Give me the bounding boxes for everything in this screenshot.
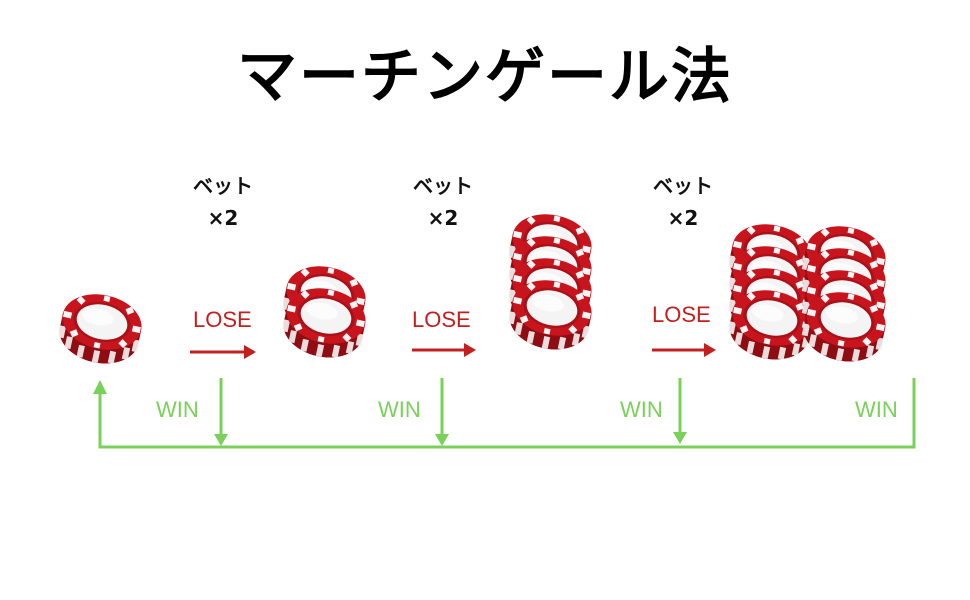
chip-stack-8-right-chip-1 [801,292,886,362]
lose-label-3: LOSE [652,302,711,327]
chip-stack-4 [507,214,592,350]
chip-stack-1 [57,294,142,364]
bet-label: ベット [413,174,473,198]
win-label-3: WIN [620,397,663,422]
win-return-arrowhead [93,380,107,394]
chip-stack-8-left [727,224,812,360]
lose-arrow-2 [412,343,476,357]
lose-label-1: LOSE [193,307,252,332]
bet-label: ベット [193,174,253,198]
win-label-4: WIN [855,397,898,422]
bet-double-label-2: ベット ×2 [383,170,503,234]
chip-stack-8-left-chip-1 [727,290,812,360]
diagram-title: マーチンゲール法 [237,42,733,112]
lose-arrow-1 [190,345,256,359]
chip-stack-4-chip-1 [507,280,592,350]
lose-label-2: LOSE [412,307,471,332]
lose-arrow-3 [652,343,716,357]
win-arrow-1 [214,378,228,446]
bet-double-label-1: ベット ×2 [163,170,283,234]
win-label-1: WIN [156,397,199,422]
multiplier-label: ×2 [427,206,459,230]
win-arrow-2 [435,378,449,446]
multiplier-label: ×2 [207,206,239,230]
win-return-path [98,378,916,449]
chip-stacks [57,214,886,364]
bet-label: ベット [653,174,713,198]
chip-stack-2-chip-1 [281,288,366,358]
bet-double-label-3: ベット ×2 [623,170,743,234]
chip-stack-2 [281,266,366,358]
chip-stack-1-chip-1 [57,294,142,364]
chip-stack-8-right [801,226,886,362]
win-arrow-3 [673,378,687,444]
multiplier-label: ×2 [667,206,699,230]
win-label-2: WIN [378,397,421,422]
